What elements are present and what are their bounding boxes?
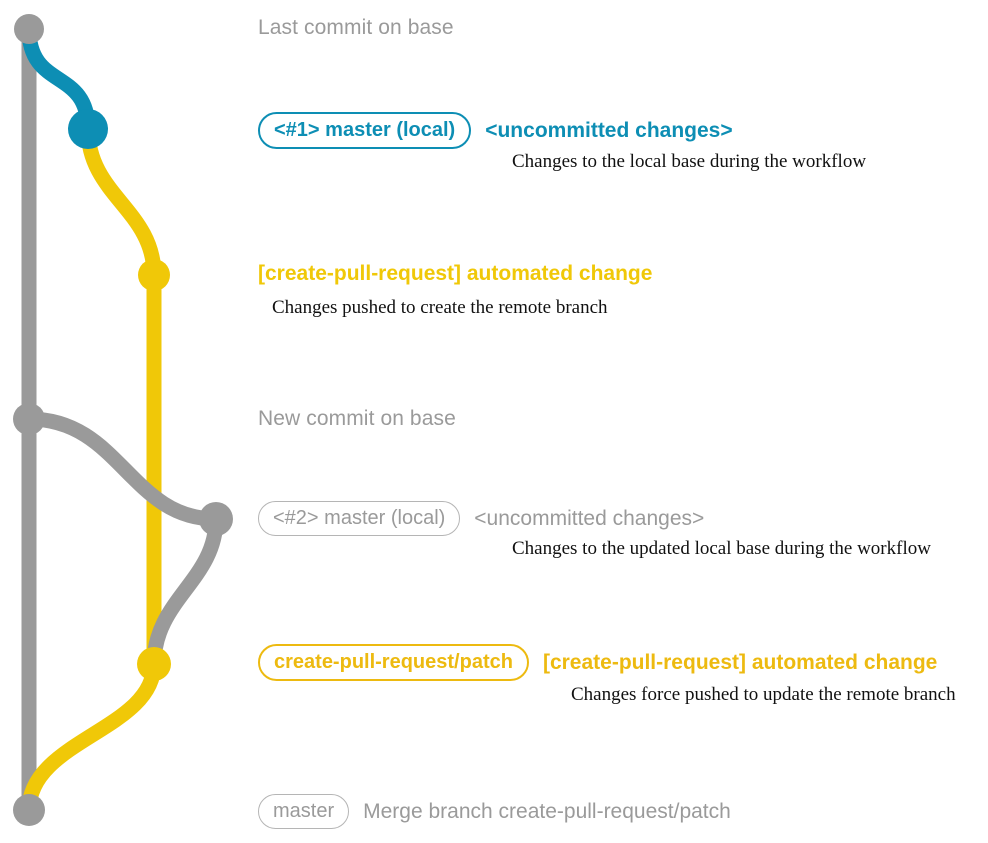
commit-node-local-1[interactable] [68, 109, 108, 149]
commit-description-local-master-2: Changes to the updated local base during… [512, 538, 931, 559]
commit-description-automated-change-2: Changes force pushed to update the remot… [571, 684, 956, 705]
entry-local-master-2: <#2> master (local) <uncommitted changes… [258, 501, 704, 536]
commit-node-base-head[interactable] [14, 14, 44, 44]
commit-node-merge[interactable] [13, 794, 45, 826]
branch-pill-master[interactable]: master [258, 794, 350, 829]
merge-line [21, 656, 162, 818]
commit-node-patch-commit[interactable] [138, 259, 170, 291]
entry-automated-change-1: [create-pull-request] automated change [258, 262, 652, 286]
commit-subject-merge-master: Merge branch create-pull-request/patch [363, 799, 731, 823]
commit-subject-automated-change-1: [create-pull-request] automated change [258, 262, 653, 285]
patch-branch-line [80, 121, 162, 672]
commit-subject-automated-change-2: [create-pull-request] automated change [542, 650, 938, 674]
branch-pill-create-pull-request-patch[interactable]: create-pull-request/patch [258, 644, 529, 681]
entry-last-commit-on-base: Last commit on base [258, 16, 454, 40]
branch-pill-local-master-1[interactable]: <#1> master (local) [258, 112, 472, 149]
commit-subject-local-master-1: <uncommitted changes> [485, 118, 733, 142]
entry-new-commit-on-base: New commit on base [258, 407, 456, 431]
updated-local-branch-line [21, 411, 224, 672]
commit-node-base-new[interactable] [13, 403, 45, 435]
branch-pill-local-master-2[interactable]: <#2> master (local) [258, 501, 461, 536]
commit-subject-local-master-2: <uncommitted changes> [474, 506, 705, 530]
entry-local-master-1: <#1> master (local) <uncommitted changes… [258, 112, 733, 149]
commit-description-automated-change-1: Changes pushed to create the remote bran… [272, 297, 608, 318]
entry-title: Last commit on base [258, 16, 454, 39]
entry-merge-master: master Merge branch create-pull-request/… [258, 794, 731, 829]
entry-automated-change-2: create-pull-request/patch [create-pull-r… [258, 644, 937, 681]
commit-node-patch-forced[interactable] [137, 647, 171, 681]
commit-description-local-master-1: Changes to the local base during the wor… [512, 151, 867, 172]
entry-title-new-commit: New commit on base [258, 407, 456, 430]
commit-node-local-2[interactable] [199, 502, 233, 536]
